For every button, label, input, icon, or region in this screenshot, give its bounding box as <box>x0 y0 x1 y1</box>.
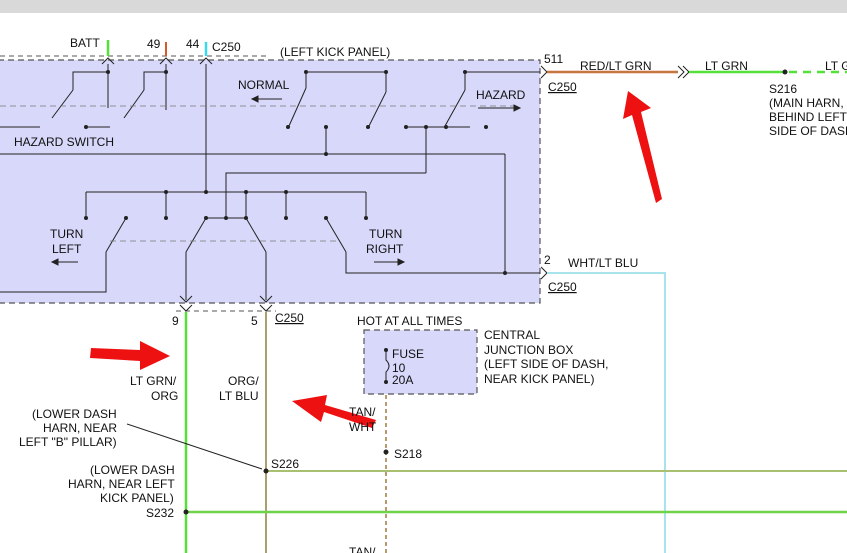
fuse-symbol <box>385 350 390 382</box>
junction-box-note-3: (LEFT SIDE OF DASH, <box>484 357 608 371</box>
s226-label: S226 <box>271 457 299 471</box>
top-gray-bar <box>0 0 847 13</box>
s216-note-1: (MAIN HARN, <box>769 96 844 110</box>
fuse-rating-label: 20A <box>392 373 413 387</box>
switch-internal-wiring <box>0 64 540 300</box>
wht-lt-blu-wire <box>547 272 666 553</box>
red-arrow-icon <box>623 91 662 203</box>
normal-label: NORMAL <box>238 78 290 92</box>
connector-chevron-batt <box>101 57 115 65</box>
left-kick-panel-label: (LEFT KICK PANEL) <box>280 45 390 59</box>
c250-upper-label: C250 <box>548 80 577 94</box>
s216-label: S216 <box>769 82 797 96</box>
connector-c250-top: C250 <box>212 40 241 54</box>
s226-note-2: HARN, NEAR <box>43 421 117 435</box>
pin-2-label: 2 <box>544 253 551 267</box>
red-lt-grn-label: RED/LT GRN <box>580 59 652 73</box>
s232-label: S232 <box>146 506 174 520</box>
junction-box-note-1: CENTRAL <box>484 328 540 342</box>
s216-note-3: SIDE OF DASH <box>769 124 847 138</box>
connector-chevron-9-lower <box>179 304 193 312</box>
junction-box-note-2: JUNCTION BOX <box>484 343 573 357</box>
c250-bottom-label: C250 <box>275 311 304 325</box>
s232-note-1: (LOWER DASH <box>90 463 175 477</box>
s216-splice-dot <box>782 69 788 75</box>
pin-44-label: 44 <box>186 37 200 51</box>
s226-splice-dot <box>263 468 269 474</box>
pin-9-label: 9 <box>172 314 179 328</box>
switch-dashed-guides <box>0 105 520 242</box>
s216-note-2: BEHIND LEFT <box>769 110 847 124</box>
s232-splice-dot <box>183 509 189 515</box>
hazard-label: HAZARD <box>476 88 526 102</box>
connector-chevron-49 <box>159 57 173 65</box>
lt-grn-org-label-2: ORG <box>151 389 178 403</box>
connector-chevron-5 <box>259 295 273 303</box>
hazard-switch-label: HAZARD SWITCH <box>14 135 114 149</box>
turn-left-label-1: TURN <box>50 227 83 241</box>
junction-box-note-4: NEAR KICK PANEL) <box>484 372 594 386</box>
s226-note-1: (LOWER DASH <box>32 407 117 421</box>
batt-label: BATT <box>70 36 100 50</box>
turn-left-label-2: LEFT <box>52 242 82 256</box>
c250-lower-label: C250 <box>548 280 577 294</box>
lt-grn-org-label-1: LT GRN/ <box>130 374 177 388</box>
lt-grn-top-label: LT GRN <box>705 59 748 73</box>
central-junction-box <box>363 329 478 395</box>
s232-note-3: KICK PANEL) <box>100 491 174 505</box>
connector-chevron-44 <box>199 57 213 65</box>
pin-49-label: 49 <box>147 37 161 51</box>
red-callout-arrows <box>90 91 662 428</box>
s226-leader-line <box>126 423 263 470</box>
s218-splice-dot <box>383 449 389 455</box>
wht-lt-blu-label: WHT/LT BLU <box>568 256 638 270</box>
lt-grn-far-label: LT G <box>825 59 847 73</box>
fuse-number-label: 10 <box>392 361 406 375</box>
turn-right-label-2: RIGHT <box>366 242 404 256</box>
inline-connector-chevron <box>677 65 690 79</box>
pin-5-label: 5 <box>251 314 258 328</box>
org-lt-blu-label-2: LT BLU <box>219 389 259 403</box>
fuse-terminal-top <box>384 348 388 352</box>
tan-wht-label-2: WHT <box>349 420 377 434</box>
connector-chevron-9 <box>179 295 193 303</box>
junction-dots <box>84 70 507 275</box>
org-lt-blu-label-1: ORG/ <box>228 374 259 388</box>
tan-bottom-label: TAN/ <box>349 545 376 553</box>
pin-511-label: 511 <box>544 52 563 66</box>
connector-chevron-5-lower <box>259 304 273 312</box>
red-arrow-icon <box>292 395 376 428</box>
hot-at-all-times-label: HOT AT ALL TIMES <box>357 314 462 328</box>
hazard-switch-body <box>0 59 541 304</box>
turn-right-label-1: TURN <box>369 227 402 241</box>
s218-label: S218 <box>394 447 422 461</box>
connector-chevron-511 <box>540 65 548 79</box>
connector-chevron-2 <box>540 266 548 280</box>
fuse-terminal-bottom <box>384 380 388 384</box>
s226-note-3: LEFT "B" PILLAR) <box>19 435 117 449</box>
tan-wht-label-1: TAN/ <box>349 405 376 419</box>
red-arrow-icon <box>90 341 170 370</box>
direction-arrows <box>50 95 522 266</box>
fuse-label: FUSE <box>392 347 424 361</box>
s232-note-2: HARN, NEAR LEFT <box>68 477 175 491</box>
